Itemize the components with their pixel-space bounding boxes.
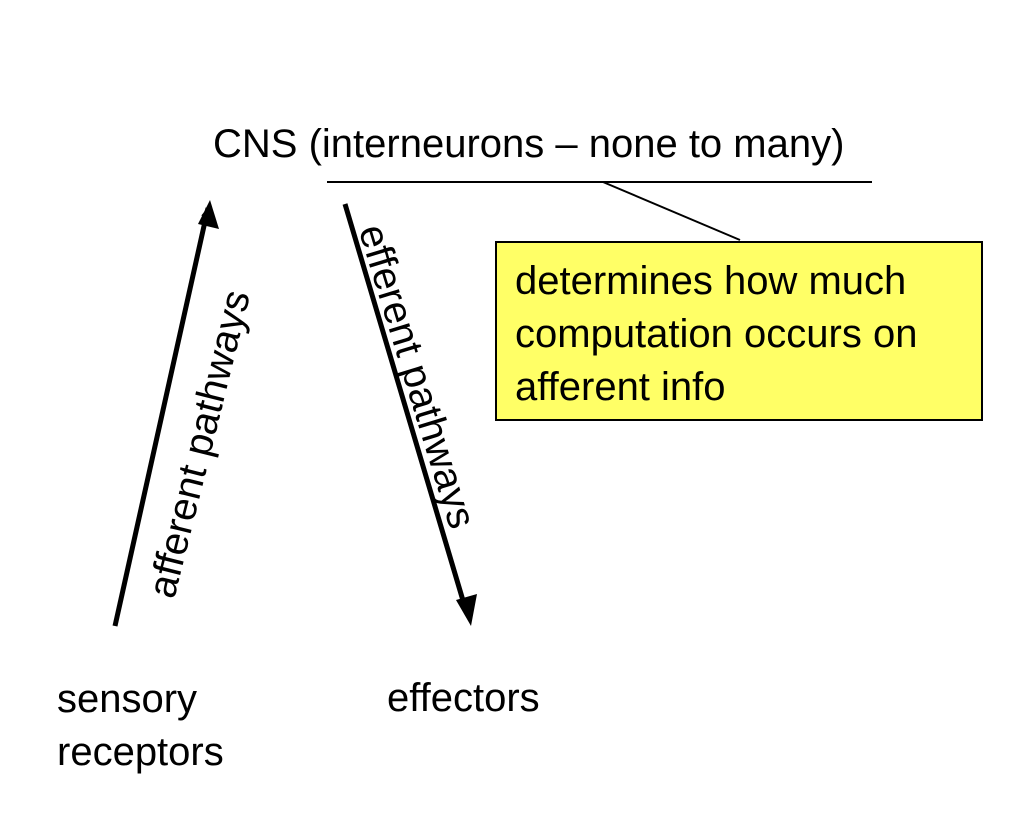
callout-connector <box>602 181 741 241</box>
afferent-arrowhead <box>198 200 219 229</box>
sensory-receptors-line: sensory <box>57 677 198 721</box>
callout-box: determines how much computation occurs o… <box>495 241 983 421</box>
cns-title: CNS (interneurons – none to many) <box>213 122 845 166</box>
callout-line: determines how much <box>515 259 907 303</box>
callout-line: computation occurs on <box>515 312 918 356</box>
afferent-arrow <box>112 207 211 627</box>
callout-line: afferent info <box>515 365 726 409</box>
sensory-receptors-label: sensory receptors <box>57 673 224 779</box>
efferent-arrow <box>342 203 470 615</box>
sensory-receptors-line: receptors <box>57 730 224 774</box>
efferent-arrowhead <box>456 594 477 626</box>
effectors-label: effectors <box>387 676 540 720</box>
